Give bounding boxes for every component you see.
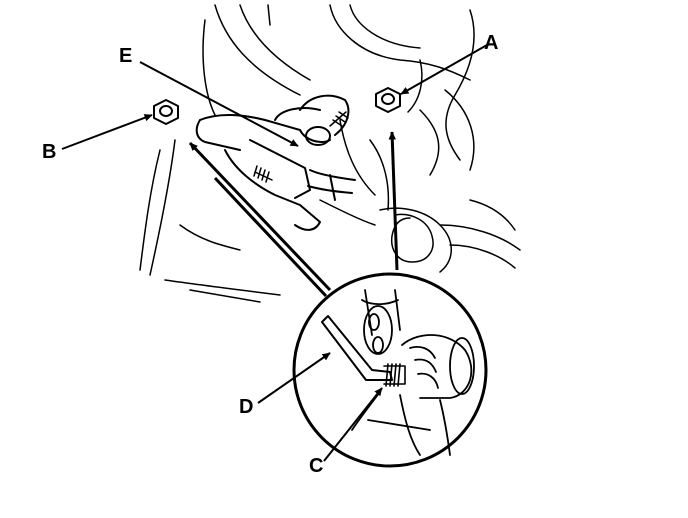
- callout-arrows: [61, 44, 488, 462]
- stud-bolt-upper: [329, 111, 349, 127]
- stud-bolt-lower: [253, 165, 273, 183]
- callout-label-a: A: [484, 32, 499, 54]
- nut-a: [375, 87, 401, 113]
- detail-circle: [292, 272, 488, 468]
- nut-b: [153, 99, 179, 125]
- actuator-bracket: [195, 94, 356, 231]
- detail-leader-lines: [188, 131, 399, 298]
- hex-key-tool: [321, 315, 393, 381]
- chassis-outline: [139, 4, 521, 303]
- callout-label-c: C: [309, 455, 324, 477]
- adjusting-screw: [383, 363, 406, 387]
- callout-label-b: B: [42, 141, 57, 163]
- callout-label-e: E: [119, 45, 133, 67]
- callout-label-d: D: [239, 396, 254, 418]
